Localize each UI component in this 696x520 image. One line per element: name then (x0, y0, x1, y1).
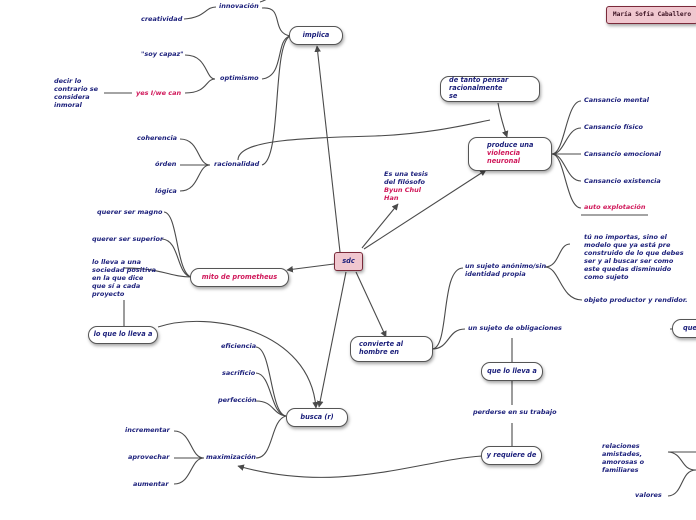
byun-chul-han-text: Byun Chul Han (384, 185, 421, 202)
orden-label: órden (155, 160, 177, 168)
que-lo-lleva-a-node[interactable]: que lo lleva a (481, 362, 543, 381)
tesis-text: Es una tesis del filósofo (384, 170, 428, 186)
decir-contrario-label: decir lo contrario se considera inmoral (54, 77, 99, 109)
valores-label: valores (635, 491, 662, 499)
link-sdc-convierte (355, 271, 387, 338)
coherencia-label: coherencia (137, 134, 178, 142)
yes-we-can-label: yes I/we can (136, 89, 182, 97)
de-tanto-pensar-node[interactable]: de tanto pensar racionalmente se (440, 76, 540, 102)
creatividad-label: creatividad (141, 15, 183, 23)
sociedad-positiva-label: lo lleva a una sociedad positiva en la q… (92, 258, 156, 298)
lo-que-lo-lleva-a-node-left[interactable]: lo que lo lleva a (88, 326, 158, 344)
convierte-al-hombre-node[interactable]: convierte al hombre en (350, 336, 433, 362)
y-requiere-de-node[interactable]: y requiere de (481, 446, 542, 465)
author-name-box[interactable]: María Sofía Caballero (606, 6, 696, 24)
auto-explotacion-label: auto explotación (584, 203, 646, 211)
incrementar-label: incrementar (125, 426, 170, 434)
aumentar-label: aumentar (133, 480, 169, 488)
perfeccion-label: perfección (218, 396, 257, 404)
link-sdc-implica (314, 45, 341, 253)
logica-label: lógica (155, 187, 177, 195)
que-node-right[interactable]: que (672, 319, 696, 338)
implica-node[interactable]: implica (289, 26, 343, 45)
cansancio-mental-label: Cansancio mental (584, 96, 650, 104)
link-sdc-produce (363, 169, 487, 250)
aprovechar-label: aprovechar (128, 453, 170, 461)
querer-magno-label: querer ser magno (97, 208, 163, 216)
busca-node[interactable]: busca (r) (286, 408, 348, 427)
objeto-productor-label: objeto productor y rendidor. (584, 296, 688, 304)
link-sdc-tesis (361, 203, 399, 249)
cansancio-existencia-label: Cansancio existencia (584, 177, 661, 185)
optimismo-label: optimismo (220, 74, 259, 82)
maximizacion-label: maximización (206, 453, 256, 461)
cansancio-emocional-label: Cansancio emocional (584, 150, 661, 158)
link-sdc-mito (286, 263, 335, 273)
eficiencia-label: eficiencia (221, 342, 257, 350)
tu-no-importas-label: tú no importas, sino el modelo que ya es… (584, 233, 684, 281)
sujeto-obligaciones-label: un sujeto de obligaciones (468, 324, 562, 332)
perderse-trabajo-label: perderse en su trabajo (473, 408, 557, 416)
violencia-neuronal-text: violencia neuronal (487, 149, 521, 165)
sujeto-anonimo-label: un sujeto anónimo/sin identidad propia (465, 262, 547, 278)
cansancio-fisico-label: Cansancio físico (584, 123, 643, 131)
innovacion-label: innovación (219, 2, 259, 10)
tesis-label: Es una tesis del filósofo Byun Chul Han (384, 170, 432, 203)
racionalidad-label: racionalidad (214, 160, 260, 168)
mito-de-prometheus-node[interactable]: mito de prometheus (190, 268, 289, 287)
soy-capaz-label: "soy capaz" (141, 50, 184, 58)
querer-superior-label: querer ser superior (92, 235, 164, 243)
produce-neuronal-node[interactable]: produce una violencia neuronal (468, 137, 552, 171)
sacrificio-label: sacrificio (222, 369, 256, 377)
relaciones-label: relaciones amistades, amorosas o familia… (602, 442, 645, 474)
link-sdc-busca (316, 271, 347, 408)
produce-una-text: produce una (487, 141, 534, 150)
center-sdc-node[interactable]: sdc (334, 252, 363, 271)
